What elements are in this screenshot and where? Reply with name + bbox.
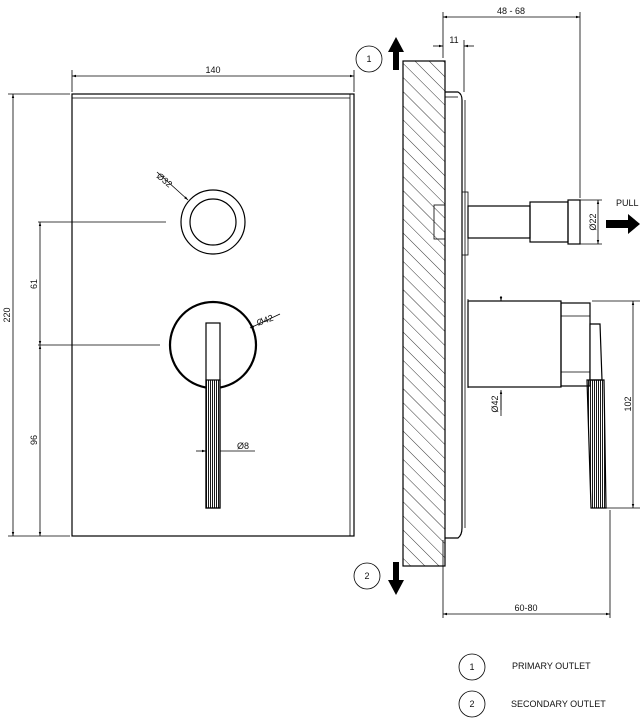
body-diameter: Ø42 <box>490 395 500 412</box>
legend-2-label: SECONDARY OUTLET <box>511 699 606 709</box>
side-lever-grip <box>586 379 607 509</box>
spout-outlet <box>529 201 569 243</box>
pull-arrow-icon <box>606 214 640 234</box>
legend-1-number: 1 <box>469 662 474 672</box>
handle-diameter: Ø42 <box>255 313 274 328</box>
wall-section <box>402 60 446 567</box>
depth-top-dimension: 48 - 68 <box>497 6 525 16</box>
legend-2-number: 2 <box>469 699 474 709</box>
outlet-2-marker <box>353 562 381 590</box>
side-lever <box>589 323 603 381</box>
button-diameter: Ø32 <box>155 171 174 190</box>
outlet-1-number: 1 <box>366 54 371 64</box>
mixer-body <box>467 300 562 388</box>
spacing-dimension: 61 <box>29 279 39 289</box>
lever-height-dimension: 102 <box>623 396 633 411</box>
height-dimension: 220 <box>2 307 12 322</box>
diverter-button <box>180 189 246 255</box>
front-view: 140 220 61 96 Ø32 Ø42 Ø8 <box>2 65 355 537</box>
plate-dimension: 11 <box>449 35 458 45</box>
outlet-1-marker <box>355 45 383 73</box>
lever-diameter: Ø8 <box>237 441 249 451</box>
legend-1-circle <box>458 653 486 681</box>
legend-1-label: PRIMARY OUTLET <box>512 661 591 671</box>
width-dimension: 140 <box>205 65 220 75</box>
legend-2-circle <box>458 690 486 718</box>
lower-dimension: 96 <box>29 435 39 445</box>
spout-diameter: Ø22 <box>588 213 598 230</box>
arrow-down-icon <box>388 562 404 595</box>
arrow-up-icon <box>388 37 404 70</box>
outlet-2-number: 2 <box>364 571 369 581</box>
spout-pipe <box>467 205 531 239</box>
side-view: 48 - 68 11 Ø22 PULL Ø42 <box>353 6 640 618</box>
legend: 1 PRIMARY OUTLET 2 SECONDARY OUTLET <box>458 653 606 718</box>
depth-bottom-dimension: 60-80 <box>514 603 537 613</box>
pull-label: PULL <box>616 198 639 208</box>
lever-grip <box>205 379 221 509</box>
cover-plate <box>71 93 355 537</box>
